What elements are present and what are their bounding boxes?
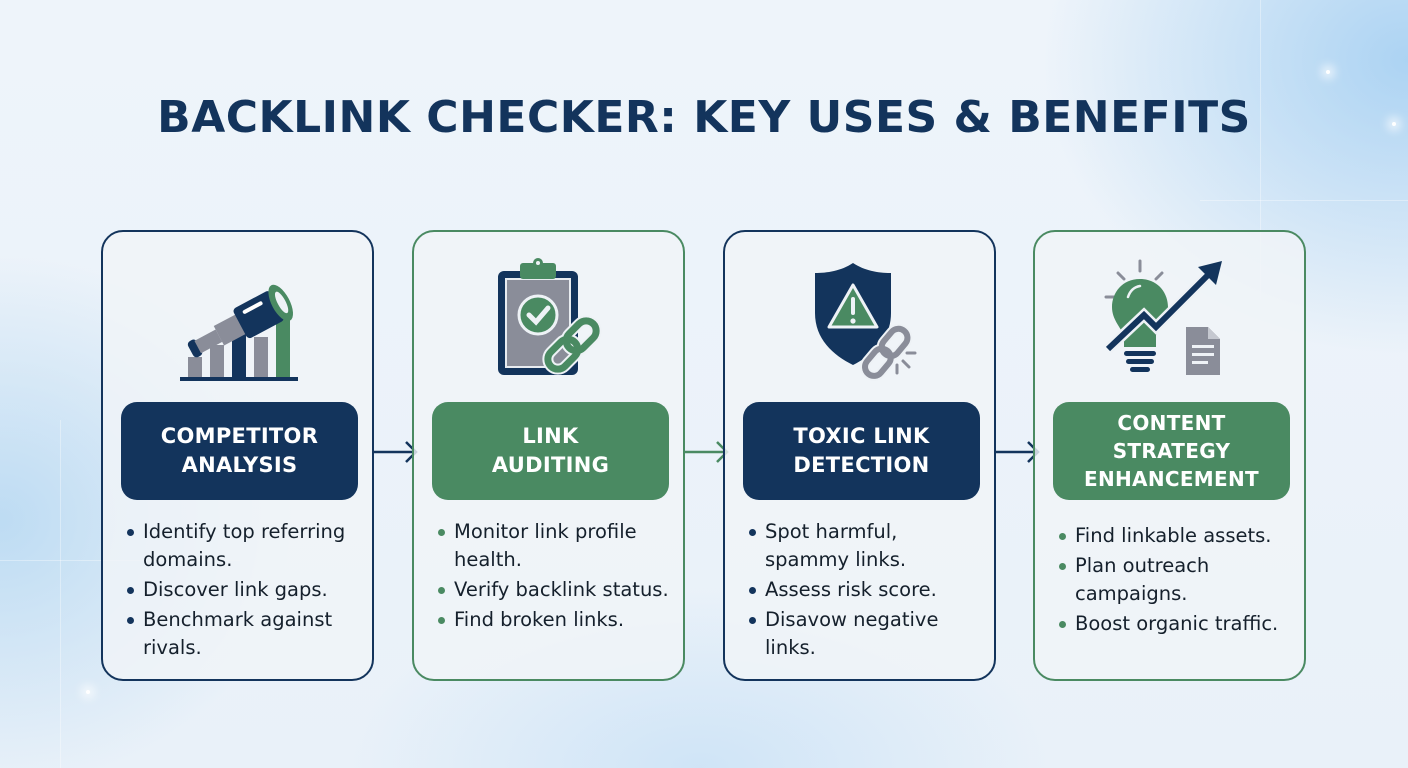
page-title: BACKLINK CHECKER: KEY USES & BENEFITS — [157, 92, 1251, 143]
label-line: COMPETITOR — [160, 424, 319, 448]
bullet-item: Identify top referring domains. — [125, 518, 365, 574]
label-line: DETECTION — [793, 453, 930, 477]
sparkle-decoration — [1392, 122, 1396, 126]
label-line: LINK — [522, 424, 579, 448]
bullet-item: Benchmark against rivals. — [125, 606, 365, 662]
card-label: TOXIC LINK DETECTION — [743, 402, 980, 500]
sparkle-decoration — [1326, 70, 1330, 74]
clipboard-check-link-icon — [414, 254, 683, 384]
label-line: TOXIC LINK — [793, 424, 930, 448]
bullet-item: Verify backlink status. — [436, 576, 676, 604]
bullet-list: Spot harmful, spammy links. Assess risk … — [747, 518, 987, 664]
bullet-item: Find linkable assets. — [1057, 522, 1297, 550]
card-competitor-analysis: COMPETITOR ANALYSIS Identify top referri… — [101, 230, 374, 681]
label-line: ENHANCEMENT — [1084, 467, 1259, 491]
sparkle-decoration — [86, 690, 90, 694]
label-line: STRATEGY — [1112, 439, 1231, 463]
background-grid-line — [1200, 200, 1408, 201]
bullet-item: Plan outreach campaigns. — [1057, 552, 1297, 608]
bullet-item: Disavow negative links. — [747, 606, 987, 662]
card-label: CONTENT STRATEGY ENHANCEMENT — [1053, 402, 1290, 500]
label-line: CONTENT — [1117, 411, 1226, 435]
bullet-item: Discover link gaps. — [125, 576, 365, 604]
telescope-bar-chart-icon — [103, 254, 372, 384]
bullet-item: Monitor link profile health. — [436, 518, 676, 574]
label-line: ANALYSIS — [181, 453, 298, 477]
background-grid-line — [1260, 0, 1261, 300]
bullet-list: Find linkable assets. Plan outreach camp… — [1057, 522, 1297, 640]
card-label: LINK AUDITING — [432, 402, 669, 500]
bullet-list: Monitor link profile health. Verify back… — [436, 518, 676, 636]
background-grid-line — [60, 420, 61, 768]
label-line: AUDITING — [491, 453, 610, 477]
bullet-item: Find broken links. — [436, 606, 676, 634]
card-toxic-link-detection: TOXIC LINK DETECTION Spot harmful, spamm… — [723, 230, 996, 681]
card-label: COMPETITOR ANALYSIS — [121, 402, 358, 500]
bullet-item: Assess risk score. — [747, 576, 987, 604]
shield-warning-broken-link-icon — [725, 254, 994, 384]
bullet-list: Identify top referring domains. Discover… — [125, 518, 365, 664]
bullet-item: Boost organic traffic. — [1057, 610, 1297, 638]
card-content-strategy-enhancement: CONTENT STRATEGY ENHANCEMENT Find linkab… — [1033, 230, 1306, 681]
lightbulb-growth-document-icon — [1035, 254, 1304, 384]
bullet-item: Spot harmful, spammy links. — [747, 518, 987, 574]
card-link-auditing: LINK AUDITING Monitor link profile healt… — [412, 230, 685, 681]
